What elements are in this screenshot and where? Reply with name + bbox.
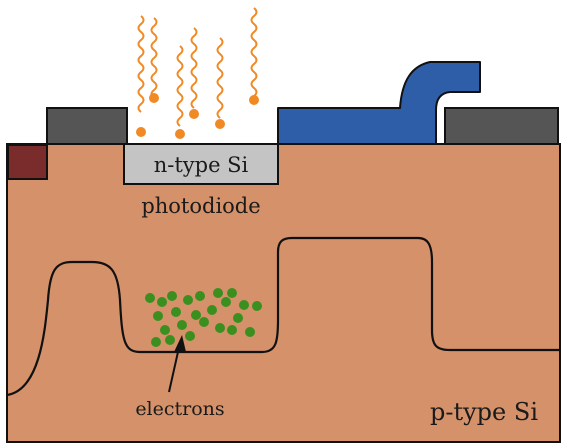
photon-dot [215,119,225,129]
electron [207,305,217,315]
photon-dot [175,129,185,139]
metal-electrode [277,61,481,145]
electron [213,288,223,298]
photon-wave [190,27,198,109]
electron [199,317,209,327]
electron [151,337,161,347]
photon-dot [136,127,146,137]
electron [221,297,231,307]
right-gate [444,107,559,145]
photon-dot [249,95,259,105]
photon-wave [137,15,145,113]
electron [177,320,187,330]
electron [157,297,167,307]
p-type-label: p-type Si [430,398,538,426]
photon-dot [149,93,159,103]
contact-block [7,144,48,180]
electron [245,327,255,337]
photon-wave [150,17,158,99]
n-type-region [123,143,279,185]
electron [153,311,163,321]
electron [227,325,237,335]
electron [233,313,243,323]
photon-dots [136,93,259,139]
potential-well-curve [6,236,560,397]
electron [165,335,175,345]
electron [183,295,193,305]
photodiode-label: photodiode [141,194,260,218]
p-type-substrate [6,143,561,443]
electron [160,325,170,335]
n-type-label: n-type Si [154,153,249,177]
photon-wave [176,45,184,127]
left-gate [46,107,128,145]
photon-wave [216,37,224,119]
electron [171,307,181,317]
photon-wave [250,7,258,97]
electron [252,301,262,311]
electrons-arrow-head [174,335,186,352]
electron [191,310,201,320]
photon-group [137,7,258,127]
electrons-label: electrons [135,398,224,420]
electron [167,291,177,301]
electron [145,293,155,303]
electron [215,323,225,333]
photon-dot [189,109,199,119]
electron [195,291,205,301]
electron [239,300,249,310]
electron-cluster [145,288,262,347]
electron [185,331,195,341]
electron [227,288,237,298]
